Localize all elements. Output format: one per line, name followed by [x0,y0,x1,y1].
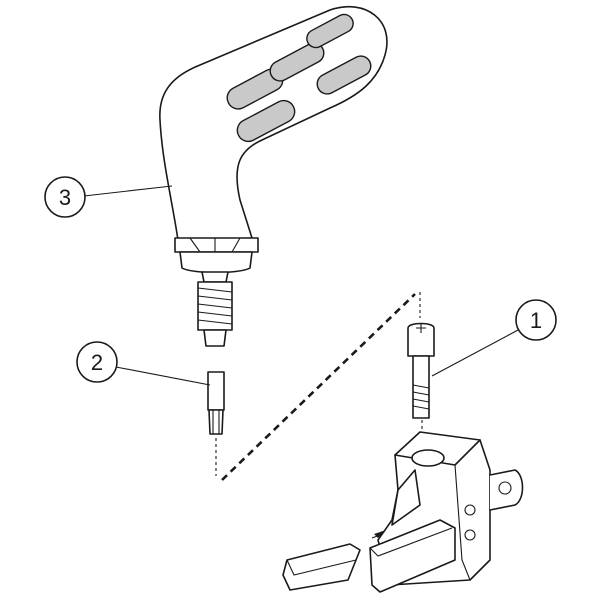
screw [407,322,435,419]
cutting-insert [282,543,361,591]
torx-bit [207,371,225,435]
callout-3: 3 [44,176,173,218]
blade-insert [369,519,456,593]
callout-2-label: 2 [91,350,103,375]
handle-grip-slots [226,13,372,143]
insert-arrow-icon [374,530,386,538]
callout-3-label: 3 [59,185,71,210]
callout-1: 1 [431,299,557,377]
callout-2: 2 [76,341,211,386]
assembly-path [215,292,423,481]
torque-handle [159,5,388,347]
callout-1-label: 1 [530,308,542,333]
